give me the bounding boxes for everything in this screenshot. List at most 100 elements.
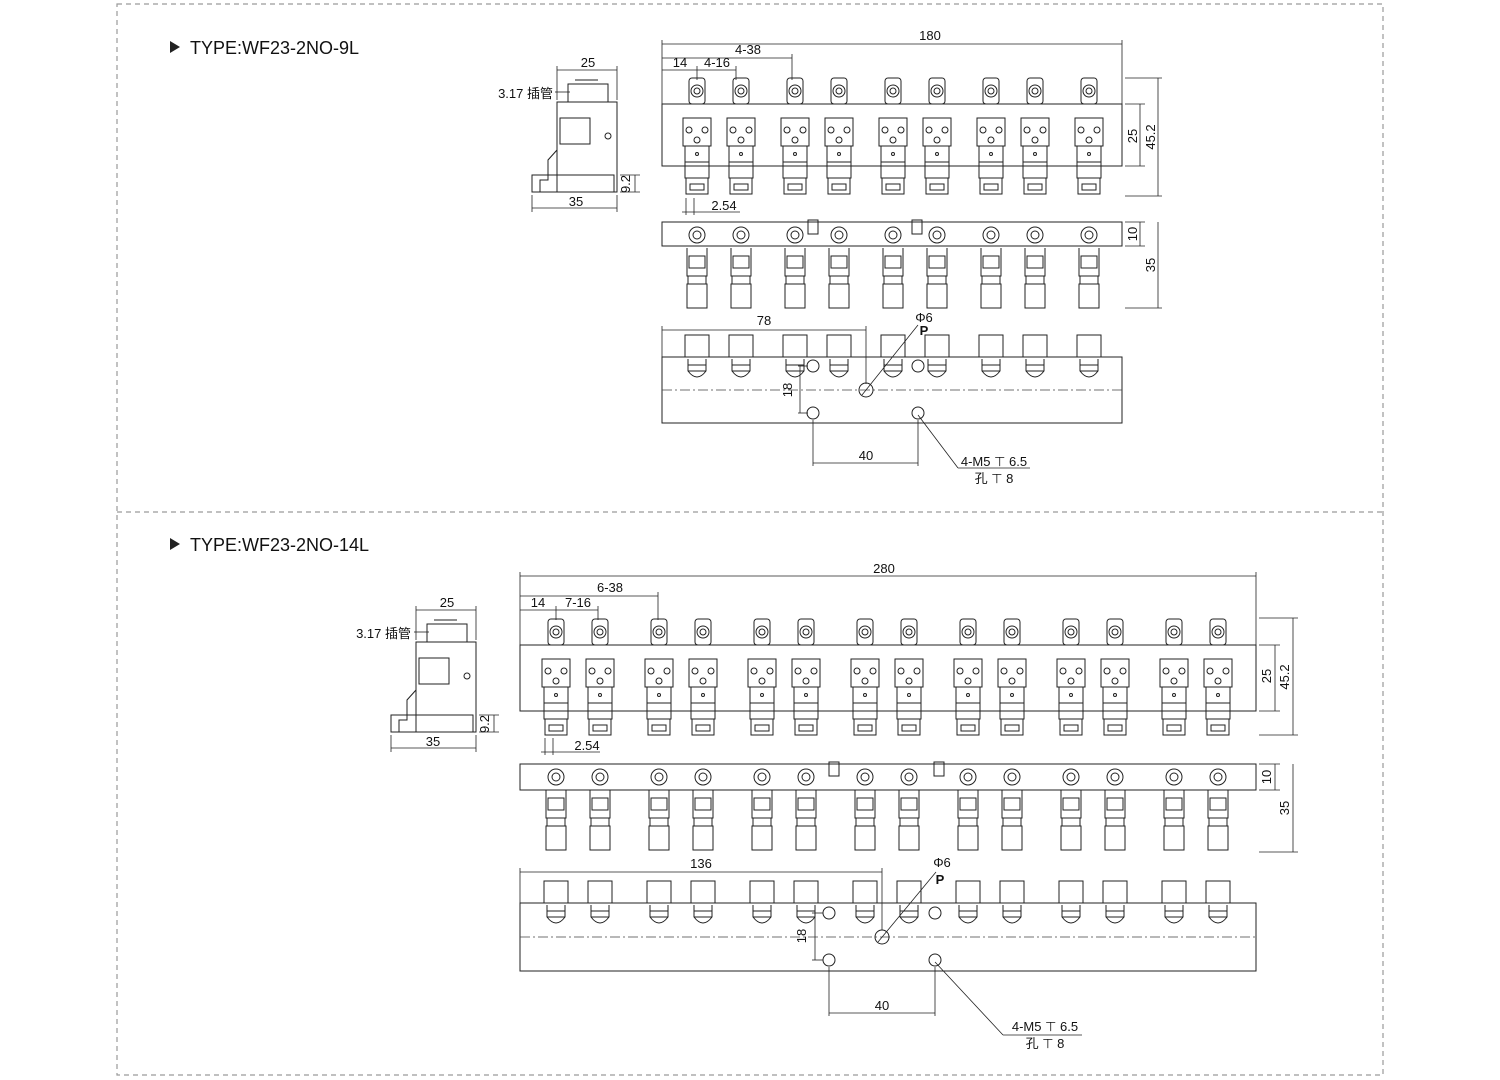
- valve-unit: [747, 618, 777, 736]
- bottom-view-dimensions: [661, 324, 1030, 469]
- top-pitch-large-label: 4-38: [735, 42, 761, 57]
- top-view-dimensions: [519, 572, 1298, 755]
- valve-unit: [896, 880, 922, 924]
- front-height-label: 35: [1143, 258, 1158, 272]
- side-view: [531, 79, 618, 193]
- valve-unit: [898, 768, 920, 851]
- valve-unit: [824, 77, 854, 195]
- bottom-view-valves: [543, 880, 1231, 924]
- valve-unit: [784, 226, 806, 309]
- valve-unit: [880, 334, 906, 378]
- top-pitch-large-label: 6-38: [597, 580, 623, 595]
- valve-unit: [980, 226, 1002, 309]
- side-width-top-label: 25: [440, 595, 454, 610]
- valve-unit: [646, 880, 672, 924]
- valve-unit: [587, 880, 613, 924]
- port-diameter-label: Φ6: [915, 310, 933, 325]
- front-view-fittings: [828, 761, 945, 777]
- side-view-dimensions: [531, 66, 640, 212]
- valve-unit: [828, 226, 850, 309]
- valve-unit: [894, 618, 924, 736]
- valve-unit: [585, 618, 615, 736]
- side-width-bottom-label: 35: [426, 734, 440, 749]
- front-view-manifold: [661, 221, 1123, 247]
- valve-unit: [1163, 768, 1185, 851]
- valve-unit: [1159, 618, 1189, 736]
- bottom-view-valves: [684, 334, 1102, 378]
- front-view-dimensions: [1125, 221, 1162, 309]
- valve-unit: [955, 880, 981, 924]
- bottom-offset-label: 136: [690, 856, 712, 871]
- valve-unit: [793, 880, 819, 924]
- tube-label: 3.17 插管: [356, 626, 411, 641]
- bottom-view-holes: [806, 359, 925, 420]
- front-view-valves: [686, 226, 1100, 309]
- top-pin-label: 2.54: [574, 738, 599, 753]
- valve-unit: [882, 226, 904, 309]
- top-height-inner-label: 25: [1125, 129, 1140, 143]
- valve-unit: [924, 334, 950, 378]
- valve-unit: [1203, 618, 1233, 736]
- tube-label: 3.17 插管: [498, 86, 553, 101]
- valve-unit: [978, 334, 1004, 378]
- valve-unit: [1056, 618, 1086, 736]
- valve-unit: [686, 226, 708, 309]
- valve-unit: [749, 880, 775, 924]
- front-view-fittings: [807, 219, 923, 235]
- valve-unit: [1058, 880, 1084, 924]
- valve-unit: [1207, 768, 1229, 851]
- section-title: TYPE:WF23-2NO-14L: [190, 535, 369, 555]
- bottom-view-dimensions: [519, 868, 1082, 1036]
- valve-unit: [953, 618, 983, 736]
- top-total-label: 180: [919, 28, 941, 43]
- side-height-label: 9.2: [618, 175, 633, 193]
- hole-vertical-label: 18: [780, 383, 795, 397]
- front-thickness-label: 10: [1259, 770, 1274, 784]
- valve-unit: [1205, 880, 1231, 924]
- thread-label: 4-M5 ⊤ 6.5: [961, 454, 1027, 469]
- port-p-label: P: [920, 323, 929, 338]
- valve-unit: [780, 77, 810, 195]
- hole-horizontal-label: 40: [859, 448, 873, 463]
- valve-unit: [1161, 880, 1187, 924]
- hole-horizontal-label: 40: [875, 998, 889, 1013]
- title-marker-icon: [170, 41, 180, 53]
- valve-unit: [782, 334, 808, 378]
- valve-unit: [690, 880, 716, 924]
- valve-unit: [543, 880, 569, 924]
- top-height-outer-label: 45.2: [1277, 664, 1292, 689]
- valve-unit: [878, 77, 908, 195]
- valve-unit: [751, 768, 773, 851]
- front-view-dimensions: [1259, 763, 1298, 853]
- side-height-label: 9.2: [477, 715, 492, 733]
- valve-unit: [644, 618, 674, 736]
- top-view-valves: [682, 77, 1104, 195]
- valve-unit: [854, 768, 876, 851]
- valve-unit: [1020, 77, 1050, 195]
- bottom-offset-label: 78: [757, 313, 771, 328]
- valve-unit: [726, 77, 756, 195]
- valve-unit: [589, 768, 611, 851]
- valve-unit: [684, 334, 710, 378]
- top-first-label: 14: [531, 595, 545, 610]
- hole-depth-label: 孔 ⊤ 8: [1026, 1036, 1065, 1051]
- top-total-label: 280: [873, 561, 895, 576]
- valve-unit: [1100, 618, 1130, 736]
- front-view-manifold: [519, 763, 1257, 791]
- valve-unit: [1076, 334, 1102, 378]
- top-view-dimensions: [661, 40, 1162, 215]
- valve-unit: [976, 77, 1006, 195]
- valve-unit: [850, 618, 880, 736]
- side-width-bottom-label: 35: [569, 194, 583, 209]
- top-height-outer-label: 45.2: [1143, 124, 1158, 149]
- valve-unit: [1104, 768, 1126, 851]
- port-p-label: P: [936, 872, 945, 887]
- valve-unit: [791, 618, 821, 736]
- port-diameter-label: Φ6: [933, 855, 951, 870]
- top-first-label: 14: [673, 55, 687, 70]
- valve-unit: [926, 226, 948, 309]
- side-view-dimensions: [390, 606, 499, 752]
- valve-unit: [826, 334, 852, 378]
- valve-unit: [541, 618, 571, 736]
